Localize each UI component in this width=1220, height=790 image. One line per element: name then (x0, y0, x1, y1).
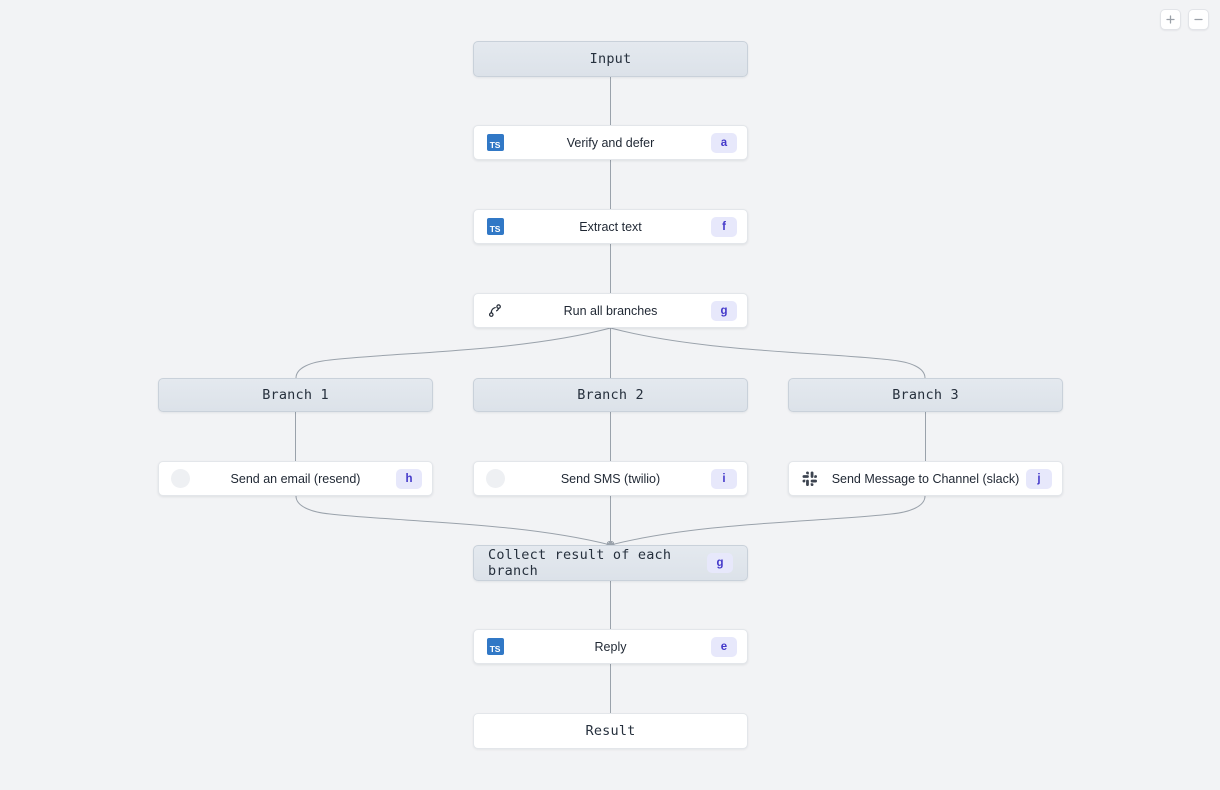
node-send-message-to-channel-label: Send Message to Channel (slack) (831, 471, 1020, 486)
edge-email-collect (295, 495, 612, 547)
slack-icon (799, 468, 821, 490)
node-send-message-to-channel[interactable]: Send Message to Channel (slack) j (788, 461, 1063, 496)
node-run-all-branches[interactable]: Run all branches g (473, 293, 748, 328)
badge-label: a (711, 132, 737, 153)
node-send-an-email-badge[interactable]: h (396, 468, 422, 489)
node-send-message-to-channel-badge[interactable]: j (1026, 468, 1052, 489)
node-verify-and-defer-label: Verify and defer (566, 135, 655, 150)
node-send-an-email[interactable]: Send an email (resend) h (158, 461, 433, 496)
typescript-icon: TS (484, 636, 506, 658)
node-run-all-branches-badge[interactable]: g (711, 300, 737, 321)
node-send-sms[interactable]: Send SMS (twilio) i (473, 461, 748, 496)
node-run-all-branches-label: Run all branches (563, 303, 658, 318)
node-collect-result[interactable]: Collect result of each branch g (473, 545, 748, 581)
node-result-label: Result (585, 723, 636, 739)
node-branch-2-label: Branch 2 (577, 387, 644, 403)
node-collect-result-label: Collect result of each branch (488, 547, 672, 579)
node-branch-3[interactable]: Branch 3 (788, 378, 1063, 412)
zoom-controls (1160, 9, 1209, 30)
node-verify-and-defer[interactable]: TS Verify and defer a (473, 125, 748, 160)
node-input[interactable]: Input (473, 41, 748, 77)
node-extract-text-label: Extract text (579, 219, 642, 234)
zoom-out-button[interactable] (1188, 9, 1209, 30)
node-extract-text-badge[interactable]: f (711, 216, 737, 237)
badge-label: e (711, 636, 737, 657)
badge-label: g (707, 553, 733, 573)
typescript-icon: TS (484, 132, 506, 154)
zoom-in-button[interactable] (1160, 9, 1181, 30)
node-branch-1-label: Branch 1 (262, 387, 329, 403)
badge-label: i (711, 468, 737, 489)
typescript-icon: TS (484, 216, 506, 238)
badge-label: j (1026, 468, 1052, 489)
node-send-sms-label: Send SMS (twilio) (560, 471, 661, 486)
resend-icon (169, 468, 191, 490)
badge-label: h (396, 468, 422, 489)
git-branch-icon (484, 300, 506, 322)
node-reply-label: Reply (594, 639, 627, 654)
twilio-icon (484, 468, 506, 490)
node-input-label: Input (589, 51, 632, 67)
node-branch-1[interactable]: Branch 1 (158, 378, 433, 412)
node-verify-and-defer-badge[interactable]: a (711, 132, 737, 153)
node-send-sms-badge[interactable]: i (711, 468, 737, 489)
node-result[interactable]: Result (473, 713, 748, 749)
node-reply[interactable]: TS Reply e (473, 629, 748, 664)
badge-label: g (711, 300, 737, 321)
edge-runall-branch3 (610, 327, 926, 379)
node-branch-2[interactable]: Branch 2 (473, 378, 748, 412)
edge-slack-collect (609, 495, 926, 547)
node-extract-text[interactable]: TS Extract text f (473, 209, 748, 244)
node-reply-badge[interactable]: e (711, 636, 737, 657)
node-collect-result-badge[interactable]: g (707, 553, 733, 573)
node-branch-3-label: Branch 3 (892, 387, 959, 403)
badge-label: f (711, 216, 737, 237)
edge-runall-branch1 (295, 327, 611, 379)
node-send-an-email-label: Send an email (resend) (230, 471, 361, 486)
